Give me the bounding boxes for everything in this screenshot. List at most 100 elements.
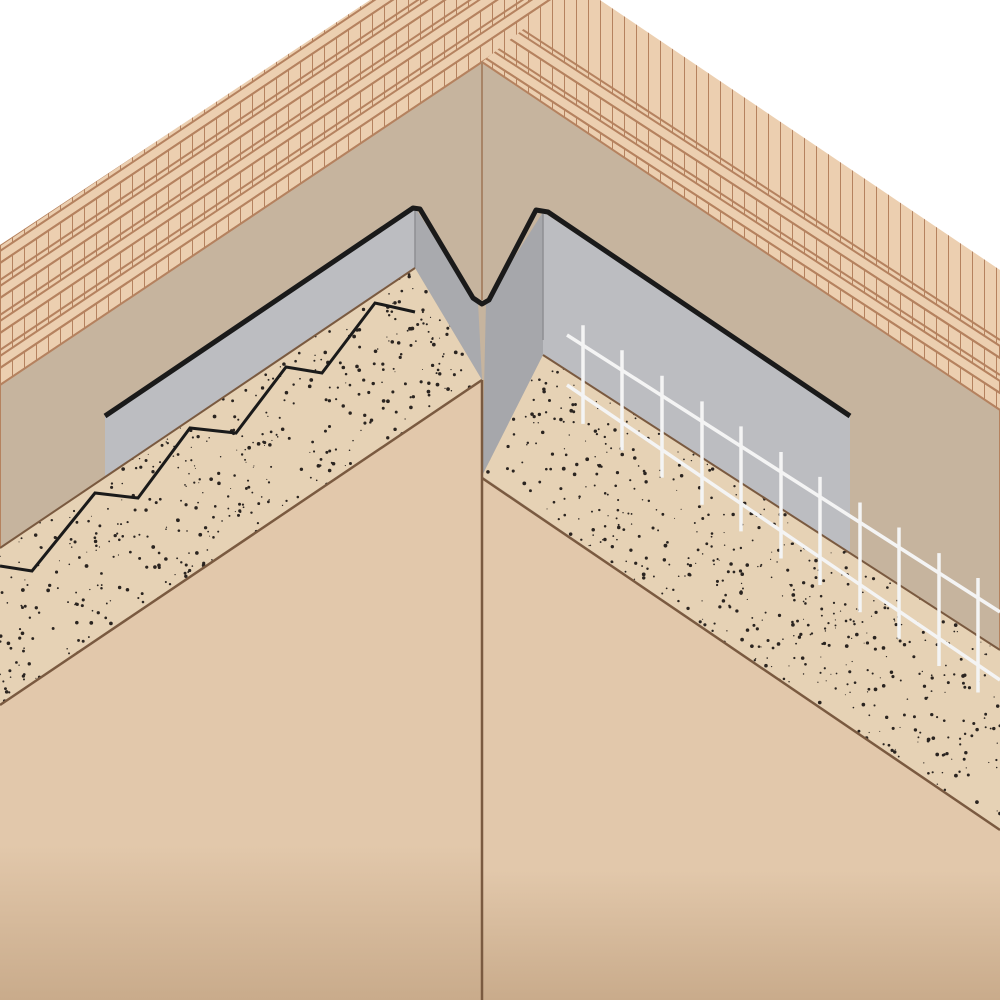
aggregate-speck (796, 619, 799, 623)
aggregate-speck (385, 309, 389, 313)
aggregate-speck (386, 336, 388, 338)
aggregate-speck (18, 636, 22, 640)
aggregate-speck (819, 594, 823, 598)
aggregate-speck (48, 583, 52, 588)
aggregate-speck (522, 481, 527, 486)
brick-course-line (482, 29, 1000, 376)
aggregate-speck (663, 543, 668, 548)
aggregate-speck (54, 570, 59, 574)
aggregate-speck (233, 415, 237, 419)
aggregate-speck (617, 498, 620, 502)
aggregate-speck (323, 429, 327, 433)
aggregate-speck (212, 414, 217, 419)
aggregate-speck (18, 664, 20, 666)
aggregate-speck (213, 505, 217, 508)
aggregate-speck (141, 600, 145, 604)
aggregate-speck (238, 502, 242, 506)
aggregate-speck (740, 572, 745, 576)
aggregate-speck (53, 535, 57, 540)
aggregate-speck (267, 415, 269, 417)
aggregate-speck (647, 499, 651, 503)
aggregate-speck (615, 517, 618, 520)
aggregate-speck (292, 383, 295, 386)
brick-stretcher (482, 34, 1000, 395)
aggregate-speck (923, 762, 925, 764)
aggregate-speck (202, 492, 204, 494)
aggregate-speck (438, 319, 441, 322)
aggregate-speck (430, 363, 435, 368)
aggregate-speck (0, 673, 1, 676)
aggregate-speck (22, 678, 25, 681)
aggregate-speck (776, 561, 778, 563)
aggregate-speck (855, 632, 859, 637)
aggregate-speck (595, 432, 599, 436)
aggregate-speck (839, 610, 842, 612)
aggregate-speck (526, 441, 530, 445)
aggregate-speck (89, 621, 94, 625)
aggregate-speck (6, 641, 11, 646)
aggregate-speck (362, 378, 366, 382)
aggregate-speck (822, 579, 826, 583)
aggregate-speck (688, 563, 693, 568)
aggregate-speck (644, 556, 648, 560)
aggregate-speck (589, 544, 592, 547)
aggregate-speck (100, 572, 103, 575)
aggregate-speck (710, 496, 713, 500)
aggregate-speck (125, 587, 130, 592)
aggregate-speck (930, 674, 933, 677)
aggregate-speck (834, 687, 837, 690)
metal-flange-right (543, 212, 850, 560)
aggregate-speck (442, 353, 445, 355)
aggregate-speck (930, 690, 933, 693)
aggregate-speck (416, 322, 420, 326)
aggregate-speck (0, 555, 1, 557)
aggregate-speck (919, 731, 922, 734)
aggregate-speck (18, 541, 20, 543)
aggregate-speck (866, 669, 869, 672)
aggregate-speck (159, 461, 162, 464)
aggregate-speck (70, 546, 73, 548)
aggregate-speck (983, 674, 987, 677)
aggregate-speck (108, 540, 111, 543)
aggregate-speck (823, 667, 826, 670)
aggregate-speck (686, 563, 690, 566)
aggregate-speck (244, 458, 247, 461)
aggregate-speck (953, 630, 956, 633)
aggregate-speck (945, 664, 947, 667)
aggregate-speck (625, 420, 628, 423)
aggregate-speck (425, 323, 428, 326)
aggregate-speck (268, 443, 272, 447)
finish-coat-left (0, 380, 482, 1000)
aggregate-speck (726, 570, 730, 574)
aggregate-speck (851, 660, 853, 663)
aggregate-speck (723, 532, 725, 534)
aggregate-speck (661, 512, 665, 516)
aggregate-speck (244, 487, 248, 490)
aggregate-speck (547, 398, 552, 402)
aggregate-speck (421, 311, 424, 314)
aggregate-speck (899, 679, 902, 682)
aggregate-speck (740, 582, 743, 585)
aggregate-speck (752, 623, 756, 627)
brick-stretcher (0, 0, 600, 335)
aggregate-speck (429, 316, 432, 318)
aggregate-speck (802, 658, 804, 660)
aggregate-speck (221, 520, 223, 522)
aggregate-speck (822, 641, 827, 646)
aggregate-speck (212, 536, 215, 539)
aggregate-speck (902, 643, 907, 647)
aggregate-speck (381, 399, 386, 403)
aggregate-speck (2, 680, 5, 683)
aggregate-speck (197, 501, 199, 504)
aggregate-speck (641, 565, 644, 568)
aggregate-speck (735, 609, 739, 613)
aggregate-speck (217, 471, 221, 475)
aggregate-speck (72, 509, 76, 513)
aggregate-speck (255, 394, 257, 397)
aggregate-speck (569, 408, 574, 413)
aggregate-speck (549, 467, 553, 471)
aggregate-speck (117, 585, 122, 590)
aggregate-speck (450, 389, 453, 392)
aggregate-speck (247, 485, 251, 489)
aggregate-speck (732, 548, 736, 551)
